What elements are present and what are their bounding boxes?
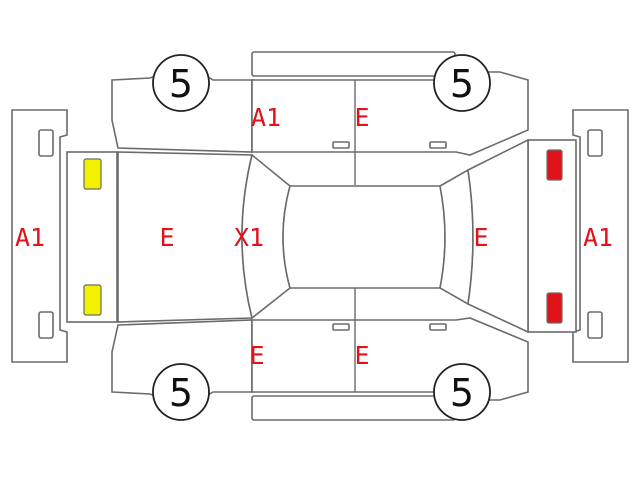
- tire-rear-right: 5: [433, 363, 491, 421]
- tire-rear-left: 5: [433, 54, 491, 112]
- grade-rear-bumper: A1: [583, 223, 613, 252]
- front-lamp-top: [83, 158, 102, 190]
- tire-rear-right-value: 5: [450, 371, 474, 415]
- tire-front-right-value: 5: [169, 371, 193, 415]
- grade-front-door-top: A1: [251, 103, 281, 132]
- tire-rear-left-value: 5: [450, 62, 474, 106]
- rear-bumper: [572, 109, 629, 363]
- rear-lamp-top: [546, 149, 563, 181]
- hood: [117, 151, 254, 323]
- trunk: [467, 138, 529, 334]
- grade-front-bumper: A1: [15, 223, 45, 252]
- grade-rear-door-top: E: [354, 103, 369, 132]
- bottom-rail: [251, 395, 456, 421]
- rear-lamp-bottom: [546, 292, 563, 324]
- tire-front-left-value: 5: [169, 62, 193, 106]
- tire-front-right: 5: [152, 363, 210, 421]
- rear-window: [439, 168, 474, 306]
- front-lamp-bottom: [83, 284, 102, 316]
- roof: [282, 185, 446, 289]
- grade-rear-door-bottom: E: [354, 341, 369, 370]
- grade-windshield: X1: [234, 223, 264, 252]
- top-rail: [251, 51, 456, 77]
- grade-front-door-bottom: E: [249, 341, 264, 370]
- tire-front-left: 5: [152, 54, 210, 112]
- front-bumper: [11, 109, 68, 363]
- bottom-side-body: [111, 288, 529, 401]
- grade-trunk: E: [473, 223, 488, 252]
- grade-hood: E: [159, 223, 174, 252]
